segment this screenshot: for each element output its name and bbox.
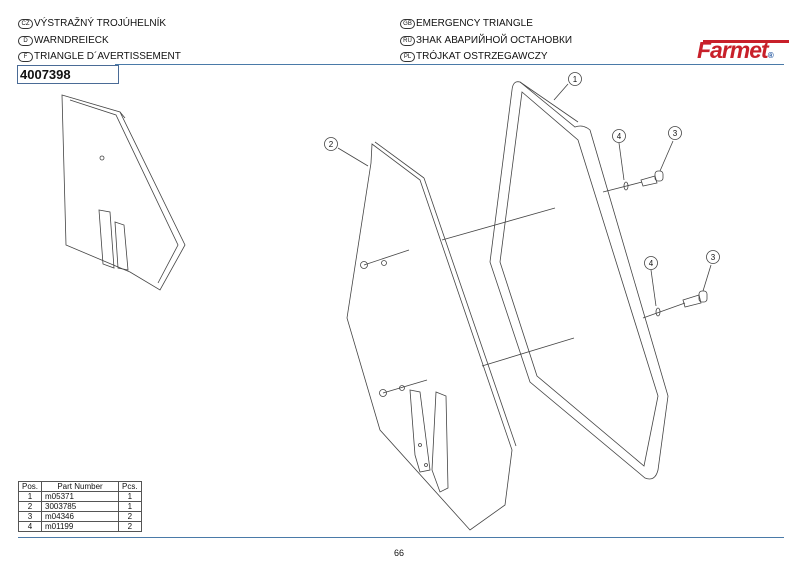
flag-icon: D: [18, 35, 33, 46]
title-text: TRÓJKAT OSTRZEGAWCZY: [416, 51, 548, 62]
cell-pos: 1: [17, 491, 43, 502]
preview-triangle: [61, 94, 186, 291]
cell-pos: 2: [17, 501, 43, 512]
cell-pcs: 2: [118, 511, 142, 522]
cell-pcs: 1: [118, 501, 142, 512]
title-text: TRIANGLE D´AVERTISSEMENT: [34, 51, 181, 62]
col-pcs: Pcs.: [118, 481, 142, 492]
flag-icon: PL: [400, 51, 415, 62]
flag-icon: F: [18, 51, 33, 62]
callout-3-lower: 3: [711, 253, 716, 262]
col-part-number: Part Number: [41, 481, 120, 492]
part-code: 4007398: [17, 65, 119, 84]
cell-pos: 4: [17, 521, 43, 532]
title-text: ЗНАК АВАРИЙНОЙ ОСТАНОВКИ: [416, 35, 573, 46]
title-text: VÝSTRAŽNÝ TROJÚHELNÍK: [34, 18, 167, 29]
bolt-lower: [642, 290, 708, 319]
col-pos: Pos.: [17, 481, 43, 492]
cell-part-number: 3003785: [41, 501, 120, 512]
cell-part-number: m05371: [41, 491, 120, 502]
callout-3-upper: 3: [673, 129, 678, 138]
callout-4-upper: 4: [617, 132, 622, 141]
farmet-logo: Farmet®: [697, 37, 789, 64]
page-number: 66: [394, 548, 405, 558]
footer-divider: [18, 537, 784, 538]
cell-pos: 3: [17, 511, 43, 522]
bolt-upper: [602, 170, 664, 193]
frame-part-1: [489, 81, 669, 480]
cell-part-number: m04346: [41, 511, 120, 522]
callout-4-lower: 4: [649, 259, 654, 268]
cell-pcs: 2: [118, 521, 142, 532]
plate-part-2: [346, 141, 517, 531]
header-divider: [115, 64, 784, 65]
title-text: EMERGENCY TRIANGLE: [416, 18, 533, 29]
callout-2: 2: [329, 140, 334, 149]
cell-pcs: 1: [118, 491, 142, 502]
table-header: Pos. Part Number Pcs.: [17, 481, 142, 492]
title-text: WARNDREIECK: [34, 35, 109, 46]
flag-icon: RU: [400, 35, 415, 46]
callout-1: 1: [573, 75, 578, 84]
flag-icon: CZ: [18, 18, 33, 29]
flag-icon: GB: [400, 18, 415, 29]
cell-part-number: m01199: [41, 521, 120, 532]
